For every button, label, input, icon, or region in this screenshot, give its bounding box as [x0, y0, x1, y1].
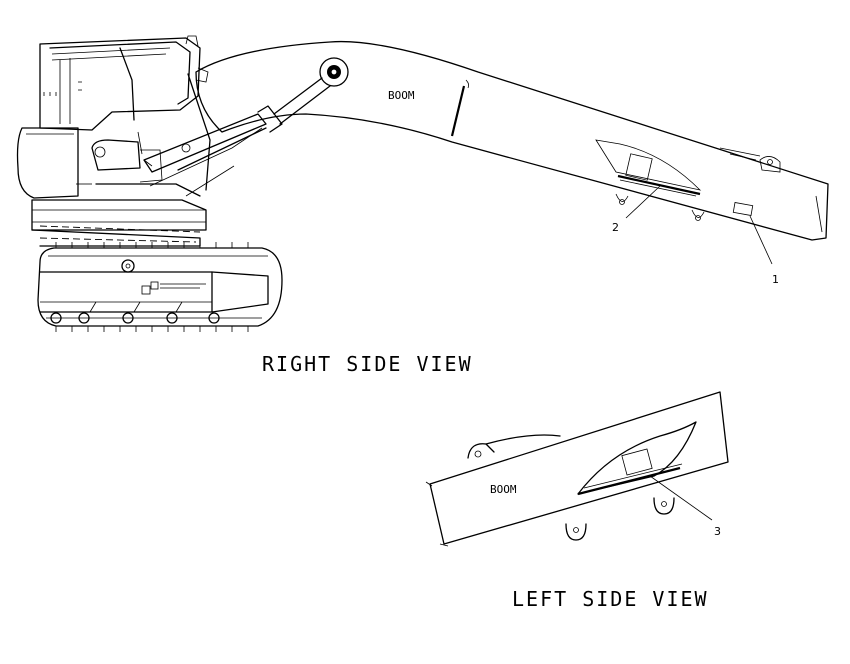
boom-cylinder	[143, 77, 331, 197]
left-side-view: BOOM 3 LEFT SIDE VIEW	[425, 391, 729, 611]
boom-label-left: BOOM	[490, 483, 517, 496]
callout-number-1: 1	[772, 273, 779, 286]
upper-structure	[16, 127, 207, 247]
operator-cab	[39, 35, 209, 197]
callout-1: 1	[749, 215, 779, 286]
callout-number-2: 2	[612, 221, 619, 234]
boom-label: BOOM	[388, 89, 415, 102]
left-view-title: LEFT SIDE VIEW	[512, 587, 709, 611]
right-view-title: RIGHT SIDE VIEW	[262, 352, 473, 376]
callout-number-3: 3	[714, 525, 721, 538]
right-side-view: BOOM 1 2 RIGHT SIDE VIEW	[16, 35, 829, 376]
callout-2: 2	[612, 185, 661, 234]
undercarriage	[37, 242, 283, 332]
boom: BOOM	[187, 40, 829, 241]
callout-3: 3	[649, 475, 721, 538]
boom-left: BOOM	[425, 391, 729, 547]
